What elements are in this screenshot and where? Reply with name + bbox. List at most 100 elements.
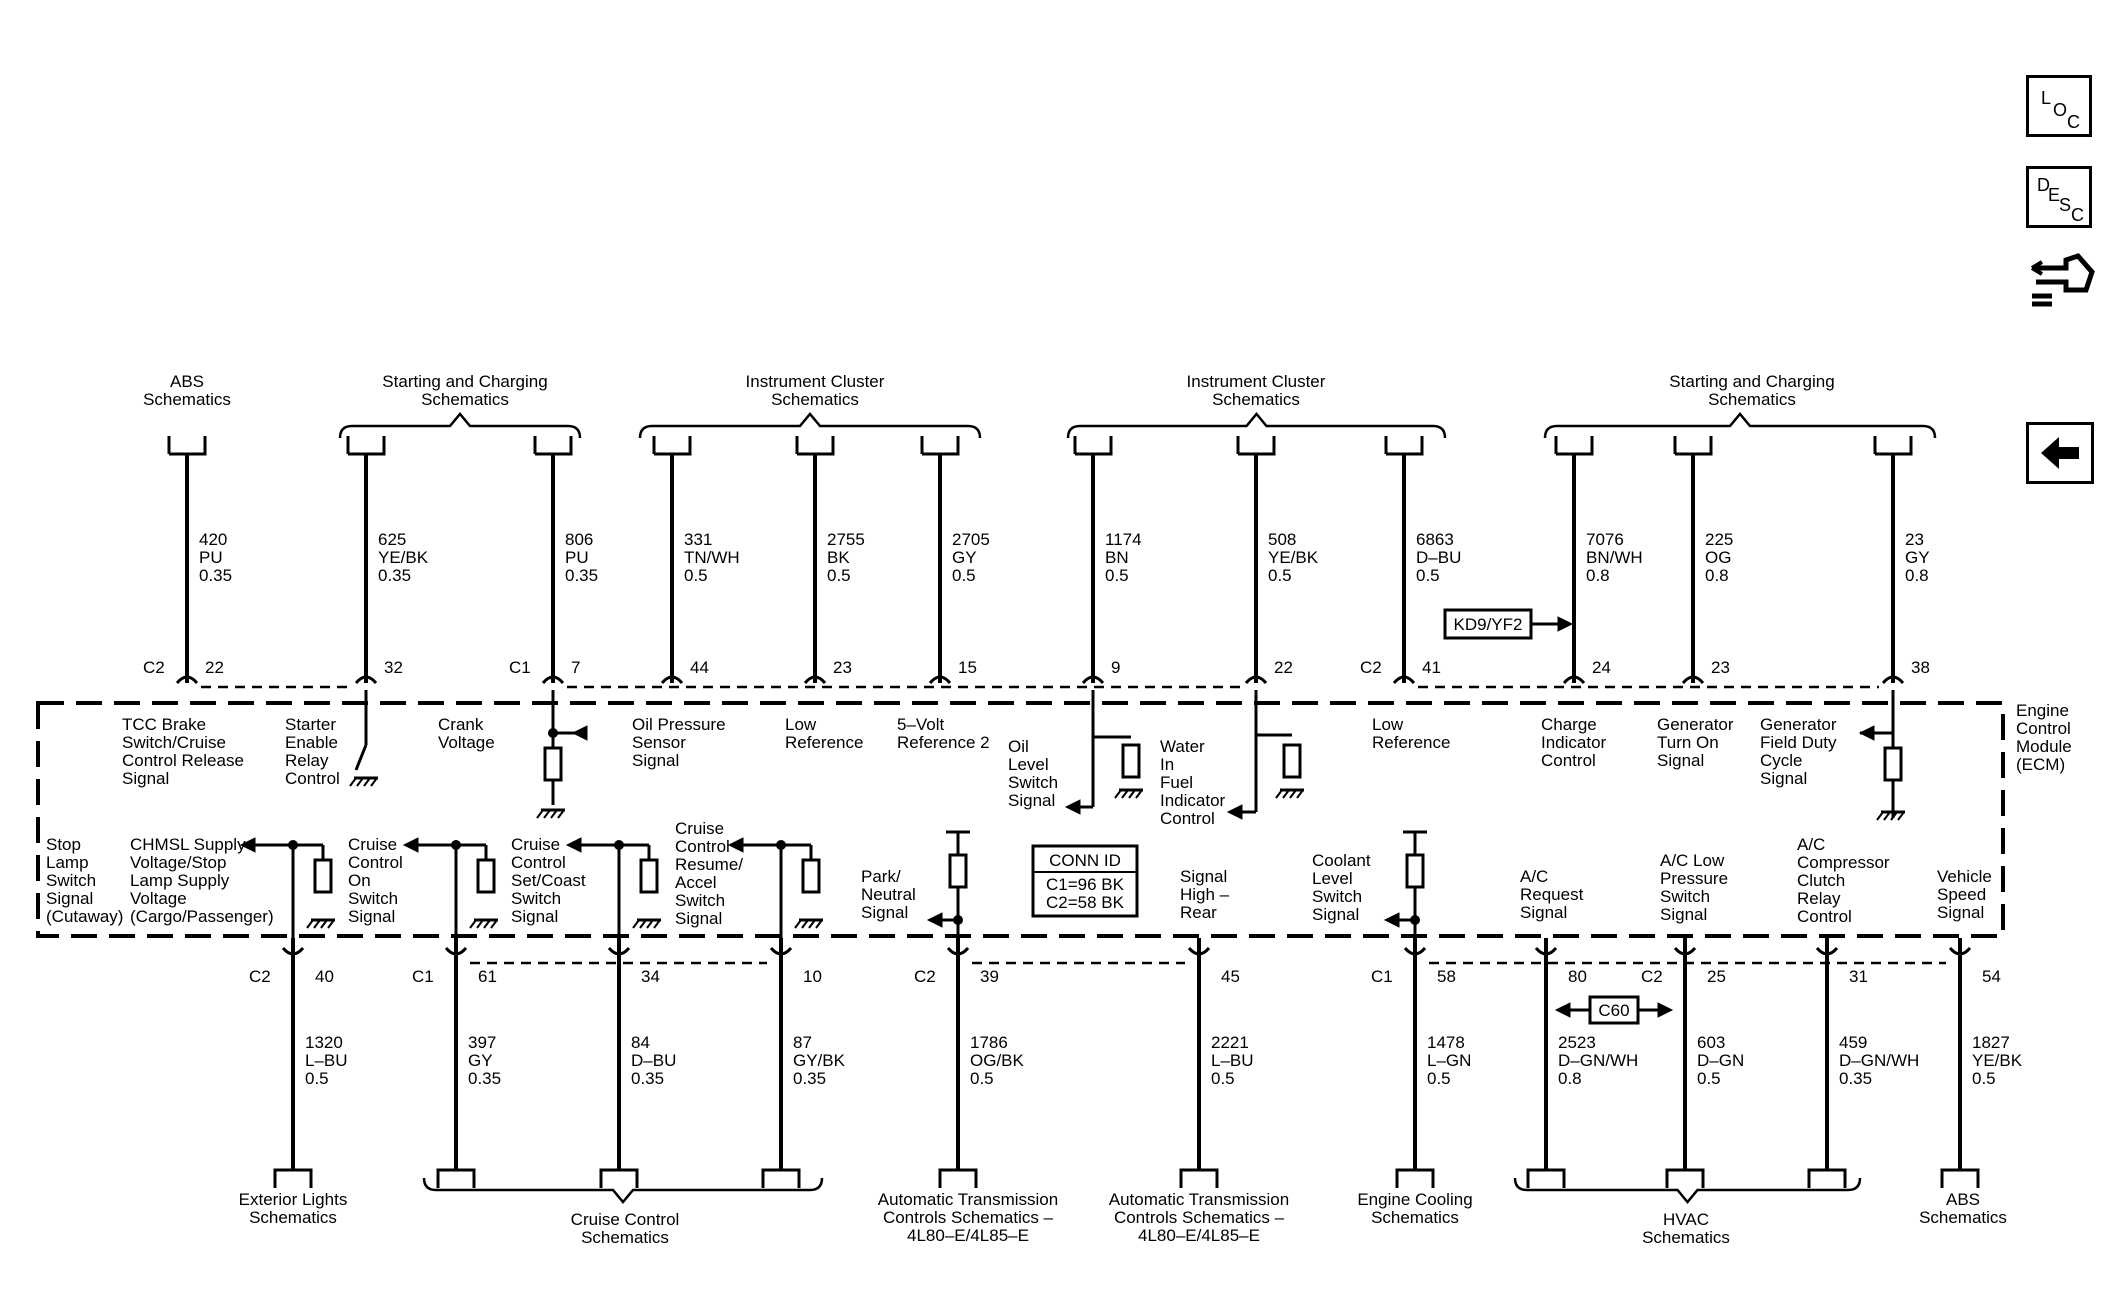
bottom-pin-number: 58 bbox=[1437, 967, 1456, 986]
bottom-pin-number: 80 bbox=[1568, 967, 1587, 986]
c60-left-arrow bbox=[1554, 1002, 1571, 1018]
conn-id-line-line: C2=58 BK bbox=[1046, 893, 1125, 912]
top-wire-id-line: BN/WH bbox=[1586, 548, 1643, 567]
pin-terminal bbox=[1681, 675, 1705, 685]
bottom-group-label-line: Schematics bbox=[1919, 1208, 2007, 1227]
top-signal-label-line: Fuel bbox=[1160, 773, 1193, 792]
top-group-label-line: Starting and Charging bbox=[382, 372, 547, 391]
connector-view-button[interactable] bbox=[2026, 244, 2098, 316]
option-arrow-head bbox=[1557, 616, 1574, 632]
bottom-signal-label-line: High – bbox=[1180, 885, 1230, 904]
top-group-label-line: ABS bbox=[170, 372, 204, 391]
splice-dot bbox=[1410, 915, 1420, 925]
bottom-connector-bracket bbox=[599, 1168, 639, 1188]
pin-terminal bbox=[803, 675, 827, 685]
bottom-signal-label-line: Cruise bbox=[348, 835, 397, 854]
c60-label: C60 bbox=[1598, 1001, 1629, 1020]
pin-terminal bbox=[607, 946, 631, 956]
bottom-signal-label-line: A/C bbox=[1797, 835, 1825, 854]
bottom-signal-label-line: Rear bbox=[1180, 903, 1217, 922]
c60-right-arrow bbox=[1657, 1002, 1674, 1018]
top-wire-id-line: 331 bbox=[684, 530, 712, 549]
c60-box bbox=[1588, 995, 1640, 1025]
top-signal-label-line: Cycle bbox=[1760, 751, 1803, 770]
pin-terminal bbox=[354, 675, 378, 685]
arrow-head bbox=[1226, 804, 1243, 820]
pin-terminal bbox=[1187, 946, 1211, 956]
top-signal-label-line: Reference 2 bbox=[897, 733, 990, 752]
arrow-head bbox=[1064, 799, 1081, 815]
bottom-wire-id-line: D–GN/WH bbox=[1558, 1051, 1638, 1070]
top-signal-label-line: Generator bbox=[1657, 715, 1734, 734]
group-brace bbox=[638, 412, 982, 439]
ground-hatch bbox=[349, 777, 357, 787]
bottom-signal-label-line: Park/ bbox=[861, 867, 901, 886]
top-signal-label-line: Low bbox=[1372, 715, 1404, 734]
desc-button[interactable]: D E S C bbox=[2026, 166, 2092, 228]
top-pin-number: 41 bbox=[1422, 658, 1441, 677]
bottom-connector-bracket bbox=[1940, 1168, 1980, 1188]
pin-terminal bbox=[769, 946, 793, 956]
bottom-group-label-line: Automatic Transmission bbox=[878, 1190, 1058, 1209]
pin-terminal bbox=[281, 946, 305, 956]
top-signal-label-line: Level bbox=[1008, 755, 1049, 774]
pin-terminal bbox=[1948, 946, 1972, 956]
bottom-pin-number: 40 bbox=[315, 967, 334, 986]
cruise-set-resistor bbox=[639, 858, 659, 894]
top-wire-id-line: 806 bbox=[565, 530, 593, 549]
bottom-signal-label-line: Voltage bbox=[130, 889, 187, 908]
top-signal-label-line: Control bbox=[1541, 751, 1596, 770]
bottom-wire-id-line: 0.5 bbox=[1211, 1069, 1235, 1088]
ecm-label-line: Control bbox=[2016, 719, 2071, 738]
top-connector-bracket bbox=[920, 436, 960, 456]
top-connector-bracket bbox=[795, 436, 835, 456]
top-wire-id-line: 0.8 bbox=[1586, 566, 1610, 585]
stop-lamp-signal-line: Lamp bbox=[46, 853, 89, 872]
bottom-wire-id-line: 84 bbox=[631, 1033, 650, 1052]
bottom-signal-label-line: Signal bbox=[1180, 867, 1227, 886]
bottom-wire-id-line: 0.35 bbox=[468, 1069, 501, 1088]
pin-terminal bbox=[928, 675, 952, 685]
pin-terminal bbox=[1392, 675, 1416, 685]
pin-terminal bbox=[1881, 675, 1905, 685]
ground-hatch bbox=[794, 919, 802, 929]
chmsl-resistor bbox=[313, 858, 333, 894]
bottom-signal-label-line: (Cargo/Passenger) bbox=[130, 907, 274, 926]
top-signal-label-line: Signal bbox=[1760, 769, 1807, 788]
cruise-resume-resistor bbox=[801, 858, 821, 894]
ground-hatch bbox=[1114, 789, 1122, 799]
top-wire-id-line: PU bbox=[565, 548, 589, 567]
bottom-signal-label-line: Resume/ bbox=[675, 855, 743, 874]
bottom-connector-bracket bbox=[938, 1168, 978, 1188]
bottom-wire-id-line: 1827 bbox=[1972, 1033, 2010, 1052]
ground-hatch bbox=[646, 919, 654, 929]
group-brace bbox=[422, 1177, 824, 1204]
arrow-head bbox=[571, 725, 588, 741]
arrow-head bbox=[727, 837, 744, 853]
loc-button[interactable]: L O C bbox=[2026, 75, 2092, 137]
top-wire-id-line: 225 bbox=[1705, 530, 1733, 549]
bottom-signal-label-line: Signal bbox=[511, 907, 558, 926]
desc-letter-d: D bbox=[2037, 175, 2050, 195]
bottom-signal-label-line: Control bbox=[675, 837, 730, 856]
bottom-connector-id: C2 bbox=[249, 967, 271, 986]
ecm-label-line: Module bbox=[2016, 737, 2072, 756]
top-wire-id-line: PU bbox=[199, 548, 223, 567]
conn-id-box bbox=[1031, 844, 1139, 918]
loc-letter-l: L bbox=[2041, 88, 2052, 108]
top-connector-bracket bbox=[1384, 436, 1424, 456]
back-button[interactable] bbox=[2026, 422, 2094, 484]
bottom-signal-label-line: Coolant bbox=[1312, 851, 1371, 870]
pin-terminal bbox=[1534, 946, 1558, 956]
ground-hatch bbox=[327, 919, 335, 929]
top-signal-label-line: Enable bbox=[285, 733, 338, 752]
bottom-signal-label-line: Signal bbox=[1312, 905, 1359, 924]
ground-hatch bbox=[1282, 789, 1290, 799]
bottom-wire-id-line: 603 bbox=[1697, 1033, 1725, 1052]
ground-hatch bbox=[1121, 789, 1129, 799]
bottom-group-label-line: Automatic Transmission bbox=[1109, 1190, 1289, 1209]
top-connector-bracket bbox=[1673, 436, 1713, 456]
bottom-connector-id: C1 bbox=[1371, 967, 1393, 986]
top-signal-label-line: Signal bbox=[122, 769, 169, 788]
